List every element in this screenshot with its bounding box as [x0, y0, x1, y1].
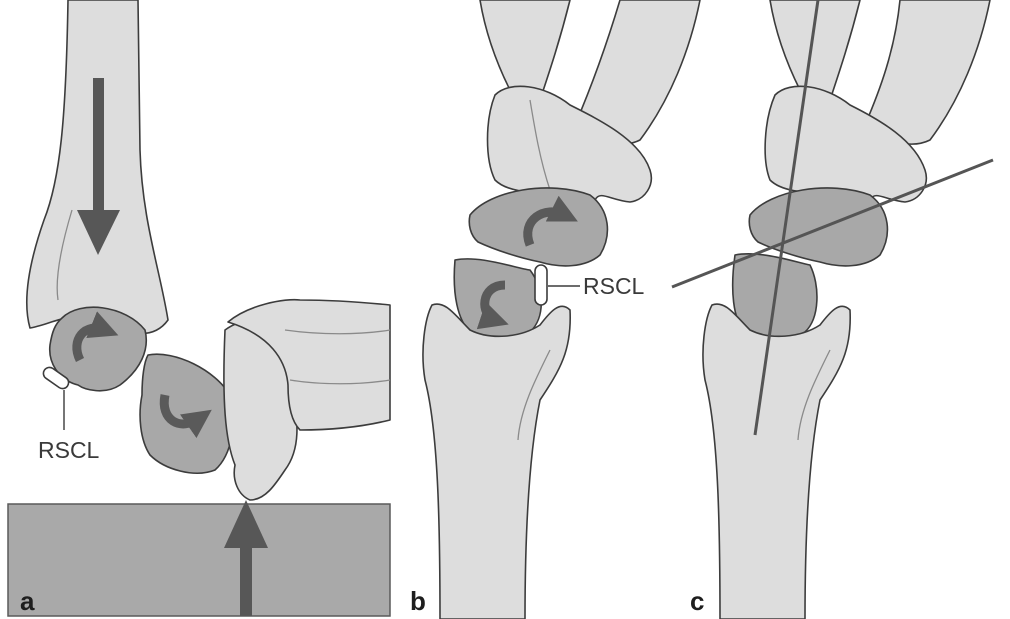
- rscl-ligament-b: [535, 265, 547, 305]
- rscl-label-a: RSCL: [38, 437, 100, 463]
- scaphoid-b: [469, 188, 607, 266]
- radius-bone-c: [703, 304, 850, 619]
- panel-label-c: c: [690, 586, 704, 616]
- panel-a: RSCL a: [8, 0, 390, 616]
- scaphoid-c: [749, 188, 887, 266]
- panel-c: c: [672, 0, 993, 619]
- metacarpals-b: [480, 0, 570, 100]
- panel-label-a: a: [20, 586, 35, 616]
- radius-bone-b: [423, 304, 570, 619]
- panel-b: RSCL b: [410, 0, 700, 619]
- scaphoid-a: [140, 354, 233, 473]
- metacarpal-c2: [865, 0, 990, 144]
- rscl-label-b: RSCL: [583, 273, 645, 299]
- panel-label-b: b: [410, 586, 426, 616]
- ground-surface: [8, 504, 390, 616]
